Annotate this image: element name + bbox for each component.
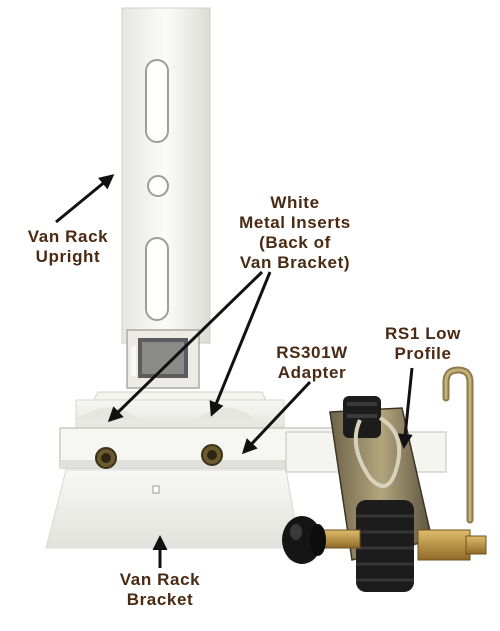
van-rack-upright [121,7,211,344]
label-line: (Back of [259,233,331,252]
label-line: Profile [394,344,452,363]
label-line: Van Rack [119,570,201,589]
arrow-icon [241,380,312,455]
label-rs1-low-profile: RS1 Low Profile [368,324,478,364]
square-tube [126,329,200,389]
label-van-rack-upright: Van Rack Upright [8,227,128,267]
label-rs301w-adapter: RS301W Adapter [258,343,366,383]
label-white-metal-inserts: White Metal Inserts (Back of Van Bracket… [210,193,380,273]
label-line: Bracket [126,590,194,609]
label-line: White [270,193,320,212]
hex-bolt-icon [201,444,223,466]
label-line: RS1 Low [385,324,461,343]
arrow-icon [55,174,115,224]
hex-bolt-icon [95,447,117,469]
rs1-low-profile-ratchet [285,366,487,592]
label-line: RS301W [276,343,348,362]
label-van-rack-bracket: Van Rack Bracket [100,570,220,610]
arrow-icon [397,367,414,449]
label-line: Upright [35,247,101,266]
label-line: Van Bracket) [239,253,351,272]
arrow-icon [209,271,272,417]
label-line: Adapter [277,363,347,382]
van-rack-bracket [45,391,301,549]
knob-icon [282,516,326,564]
label-line: Van Rack [27,227,109,246]
label-line: Metal Inserts [239,213,351,232]
arrow-icon [107,270,264,423]
